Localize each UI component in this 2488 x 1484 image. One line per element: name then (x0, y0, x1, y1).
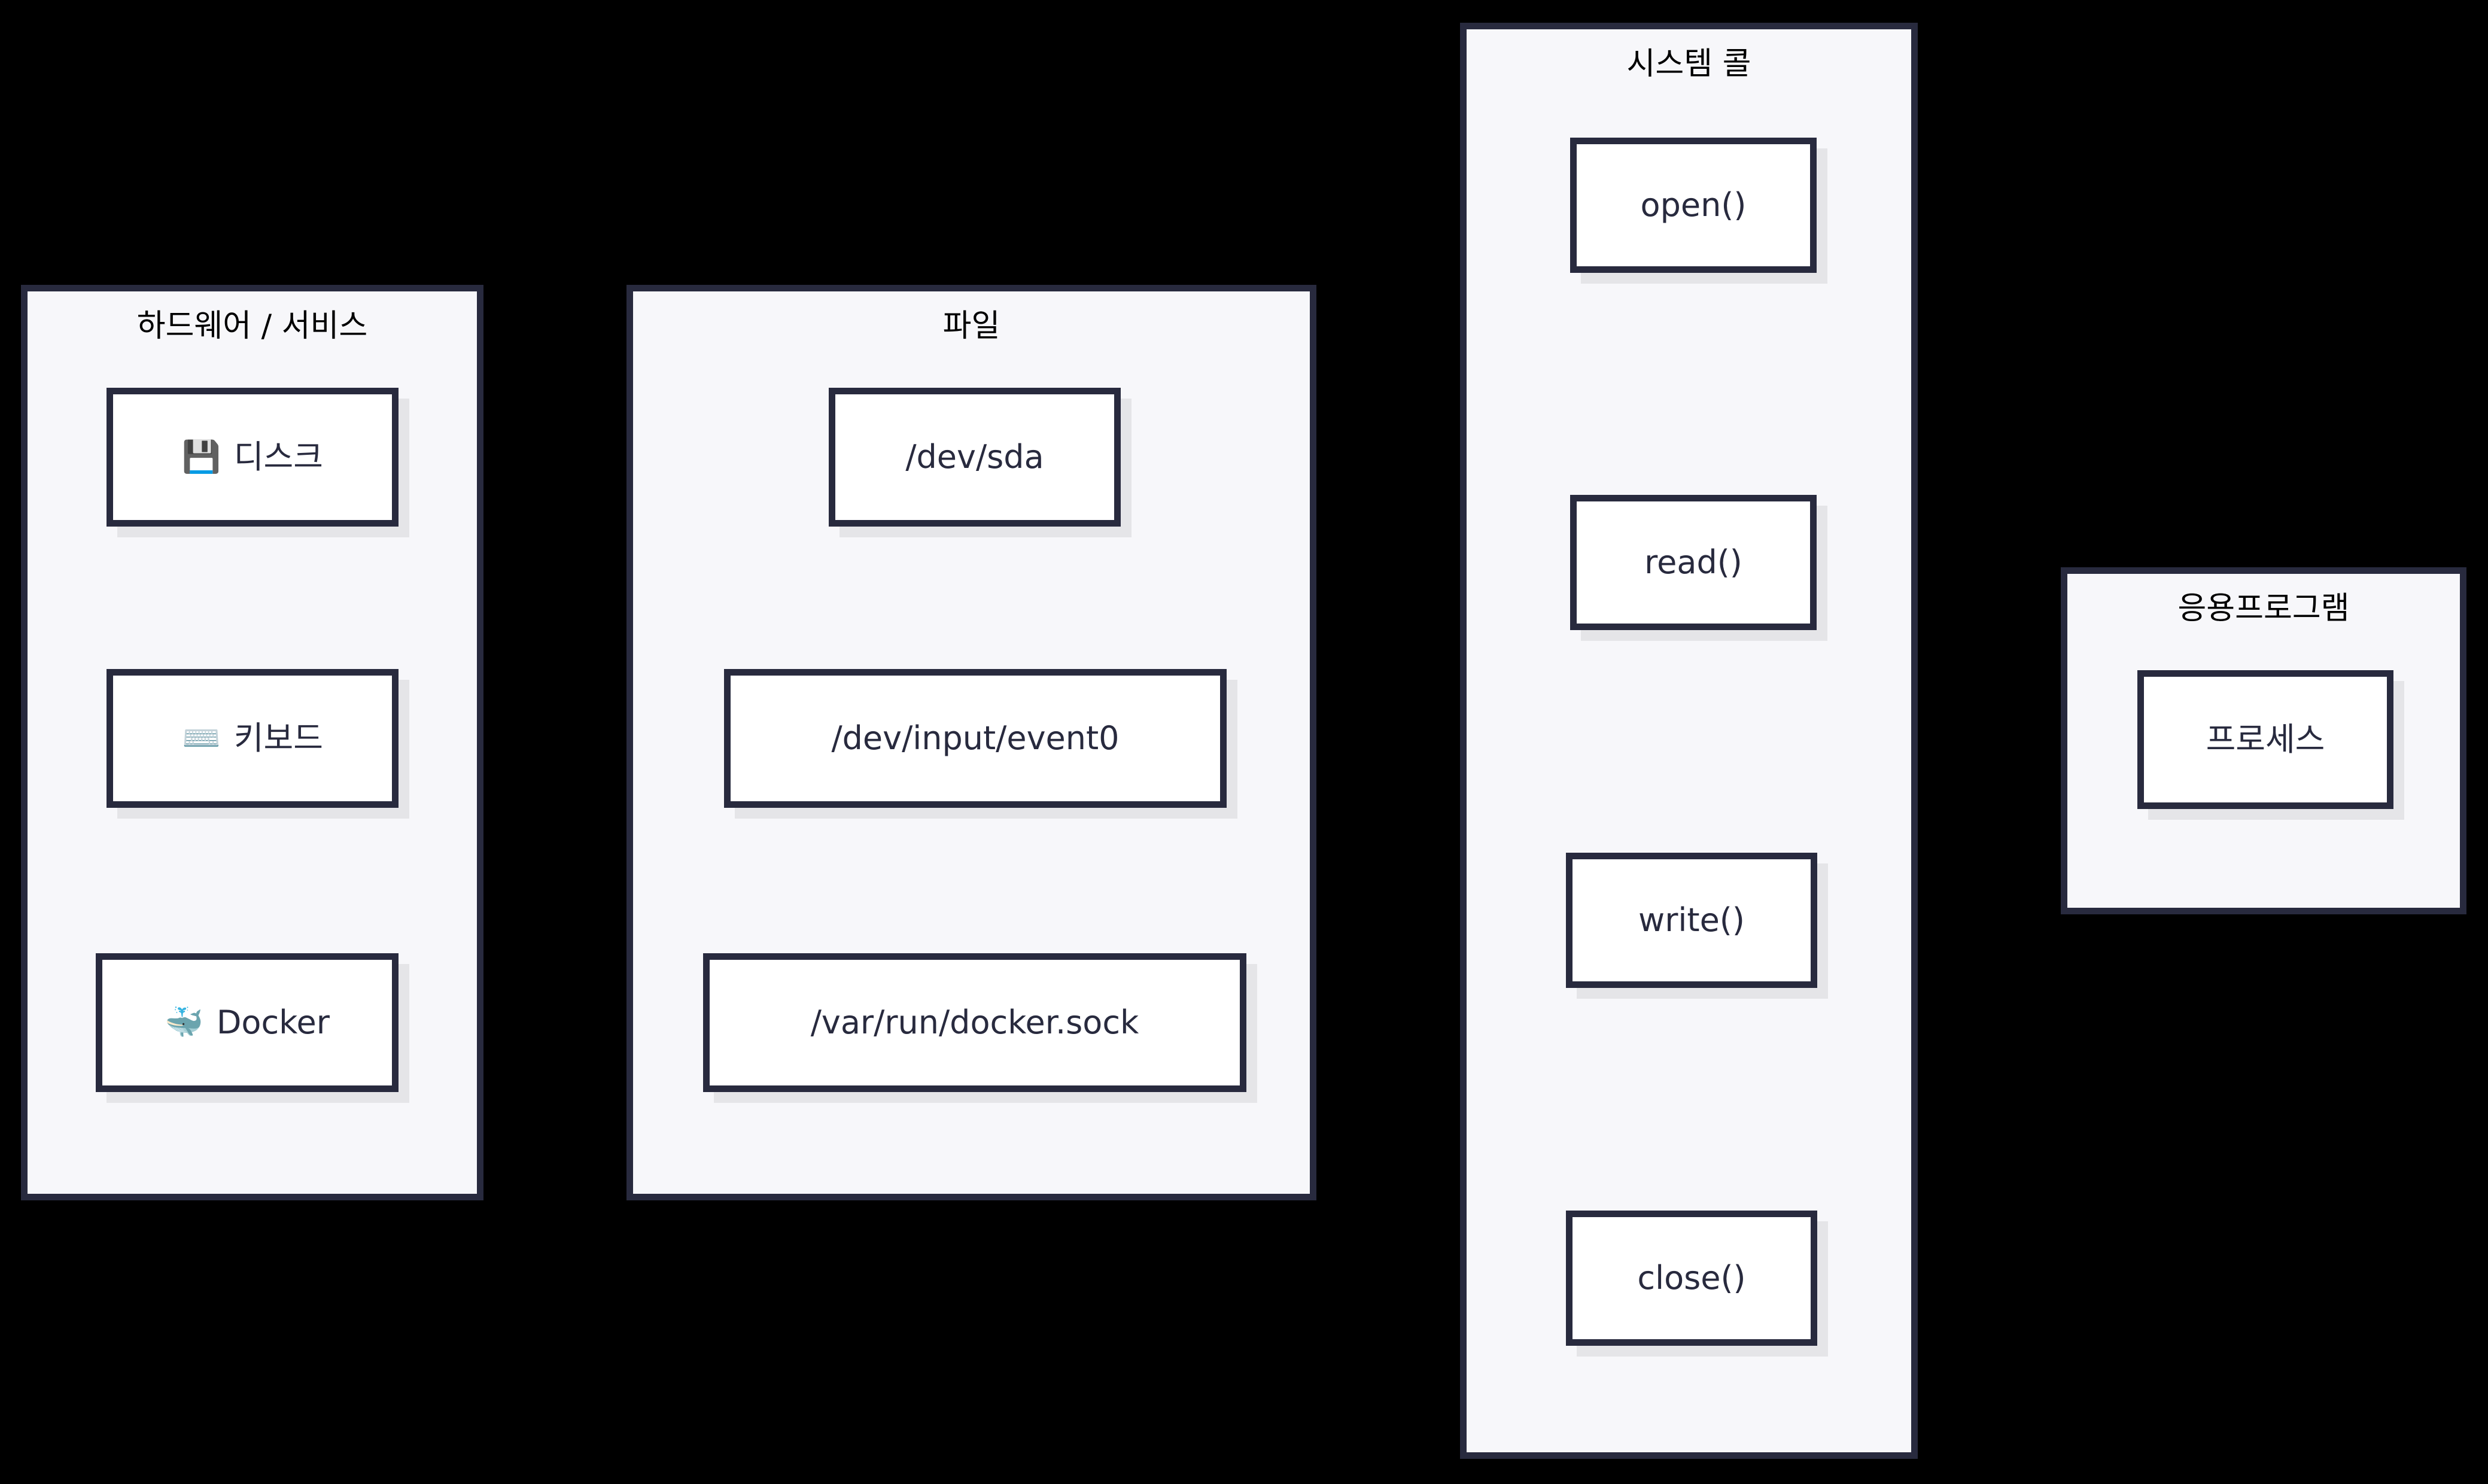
node-read[interactable]: read() (1570, 495, 1817, 630)
node-disk[interactable]: 💾 디스크 (107, 388, 399, 527)
node-dev-sda-label: /dev/sda (905, 438, 1044, 476)
cluster-application-title: 응용프로그램 (2177, 591, 2350, 627)
cluster-file-title: 파일 (942, 308, 1000, 344)
keyboard-icon: ⌨️ (182, 720, 221, 756)
node-dev-input-event0-label: /dev/input/event0 (831, 719, 1120, 757)
node-close-label: close() (1637, 1259, 1746, 1297)
node-docker[interactable]: 🐳 Docker (96, 953, 399, 1092)
node-open[interactable]: open() (1570, 138, 1817, 273)
node-write-label: write() (1638, 901, 1745, 939)
whale-icon: 🐳 (165, 1005, 203, 1041)
node-open-label: open() (1640, 186, 1747, 224)
node-process-label: 프로세스 (2206, 720, 2325, 758)
floppy-disk-icon: 💾 (182, 439, 221, 475)
node-var-run-docker-sock-label: /var/run/docker.sock (810, 1003, 1139, 1041)
cluster-hardware-title: 하드웨어 / 서비스 (136, 308, 368, 344)
node-dev-sda[interactable]: /dev/sda (829, 388, 1121, 527)
node-keyboard-label: 키보드 (233, 719, 323, 757)
node-process[interactable]: 프로세스 (2137, 670, 2393, 809)
node-docker-label: Docker (216, 1003, 330, 1041)
node-write[interactable]: write() (1566, 853, 1817, 988)
node-keyboard[interactable]: ⌨️ 키보드 (107, 669, 399, 808)
node-dev-input-event0[interactable]: /dev/input/event0 (724, 669, 1227, 808)
node-read-label: read() (1644, 543, 1742, 581)
node-close[interactable]: close() (1566, 1211, 1817, 1346)
node-var-run-docker-sock[interactable]: /var/run/docker.sock (703, 953, 1246, 1092)
node-disk-label: 디스크 (233, 438, 323, 476)
cluster-syscall-title: 시스템 콜 (1626, 46, 1751, 82)
